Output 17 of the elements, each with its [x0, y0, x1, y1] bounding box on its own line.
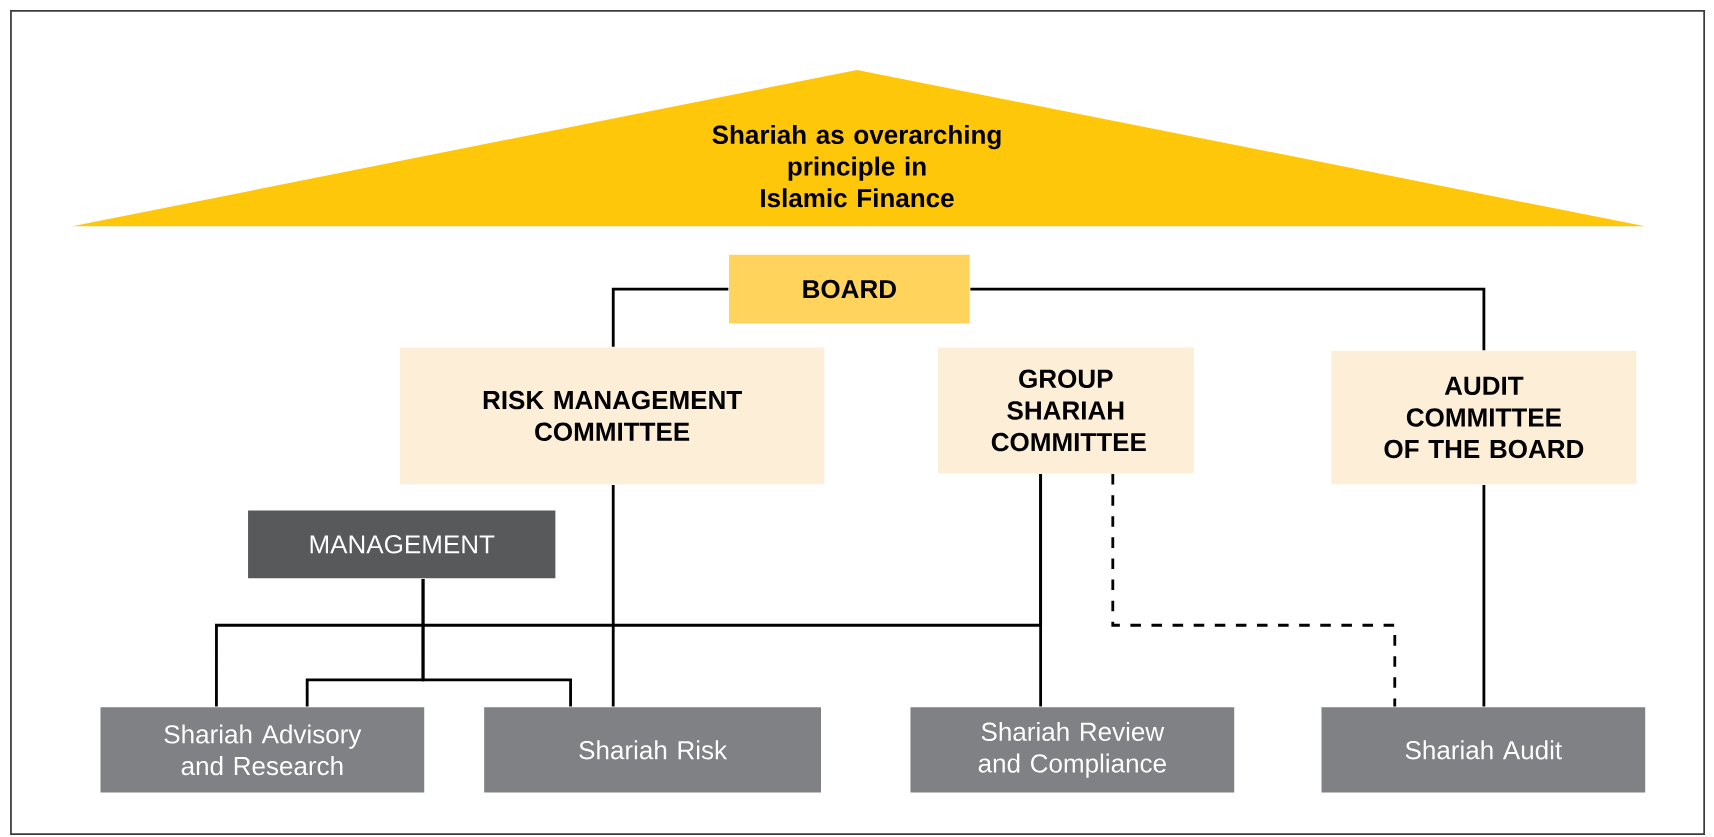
connector-line: [611, 484, 615, 707]
connector-line: [215, 473, 1043, 707]
connector-line: [611, 287, 729, 347]
board-box: BOARD: [729, 254, 970, 324]
connector-line: [1111, 473, 1397, 707]
committee-box: AUDIT COMMITTEE OF THE BOARD: [1331, 350, 1637, 485]
unit-box: Shariah Risk: [484, 707, 821, 793]
unit-box: Shariah Review and Compliance: [910, 707, 1235, 793]
management-box: MANAGEMENT: [248, 510, 556, 579]
unit-box: Shariah Audit: [1321, 707, 1646, 793]
connector-line: [1482, 484, 1486, 707]
committee-box: RISK MANAGEMENT COMMITTEE: [399, 347, 825, 485]
roof-triangle: Shariah as overarching principle in Islamic Finance: [72, 69, 1646, 227]
connector-line: [970, 287, 1486, 350]
unit-box: Shariah Advisory and Research: [100, 707, 425, 793]
connector-line: [421, 578, 572, 707]
committee-box: GROUP SHARIAH COMMITTEE: [937, 347, 1194, 474]
